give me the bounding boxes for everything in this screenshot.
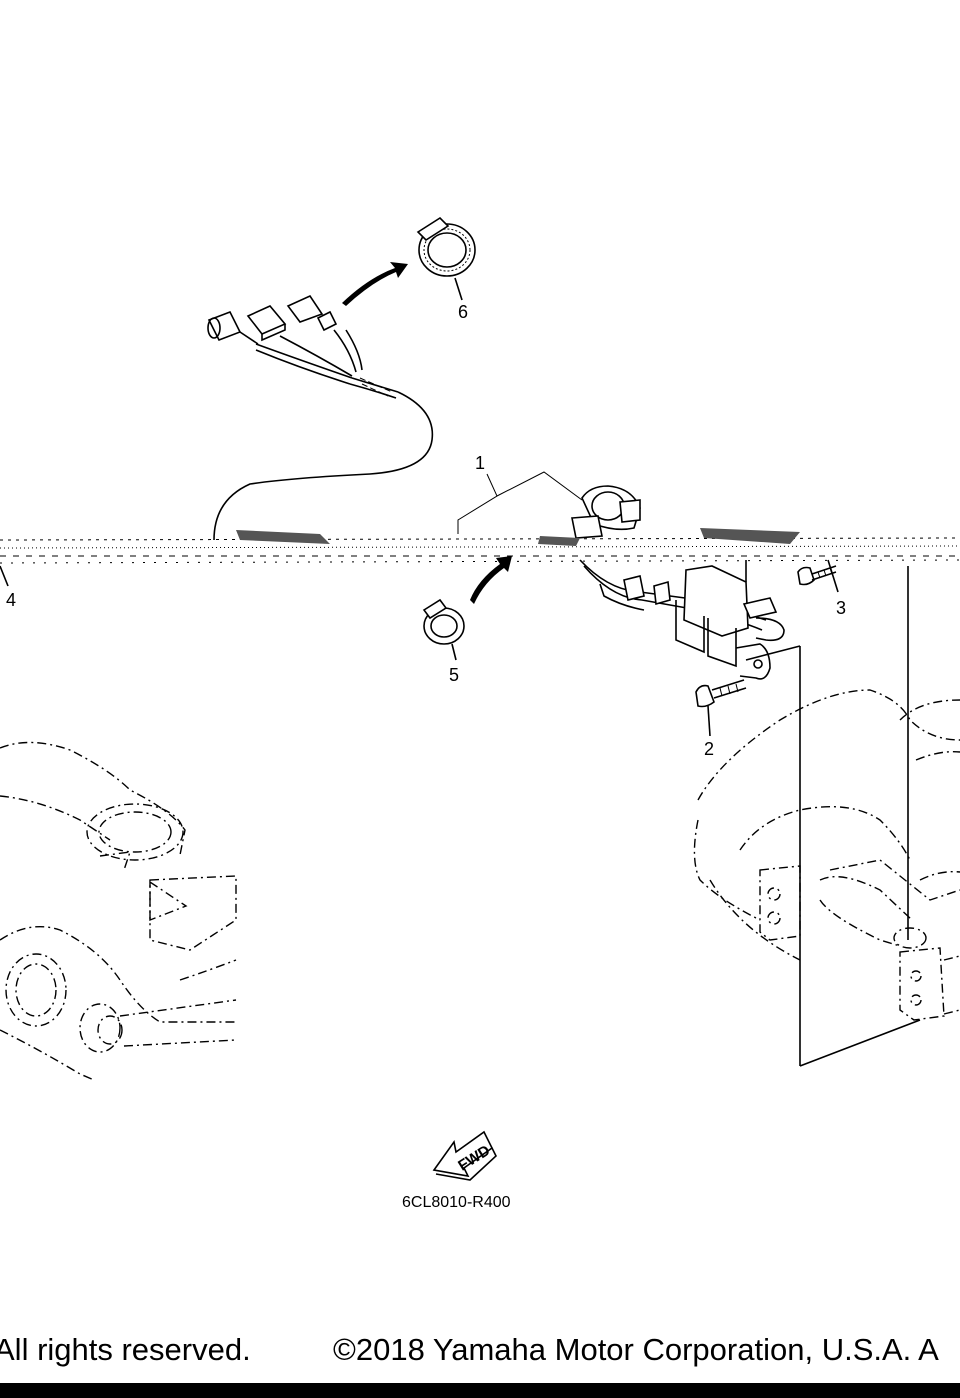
callout-6: 6: [458, 302, 468, 322]
callout-1: 1: [475, 453, 485, 473]
parts-diagram: 6 1: [0, 216, 960, 1211]
bracket-left-phantom: [0, 741, 237, 1081]
scan-artifact-band: [0, 528, 960, 564]
arrow-to-clamp-5: [470, 556, 512, 604]
fwd-arrow-icon: FWD: [432, 1130, 497, 1181]
band-clamp-5: [422, 598, 465, 661]
leader-1: [457, 471, 583, 534]
sensor-assembly-1: [571, 485, 785, 680]
screw-3: [797, 559, 839, 593]
callout-3: 3: [836, 598, 846, 618]
callout-2: 2: [704, 739, 714, 759]
bolt-2: [695, 679, 747, 737]
band-clamp-6: [416, 216, 476, 301]
copyright-text: ©2018 Yamaha Motor Corporation, U.S.A. A: [333, 1332, 939, 1367]
leader-4: [0, 565, 9, 587]
rights-text: All rights reserved.: [0, 1332, 251, 1367]
wire-harness: [207, 294, 434, 541]
bottom-bar: [0, 1383, 960, 1398]
reference-lines: [745, 566, 921, 1067]
bracket-right-phantom: [693, 689, 960, 1021]
drawing-code: 6CL8010-R400: [402, 1194, 511, 1211]
callout-5: 5: [449, 665, 459, 685]
callout-4: 4: [6, 590, 16, 610]
arrow-to-clamp-6: [342, 262, 408, 306]
